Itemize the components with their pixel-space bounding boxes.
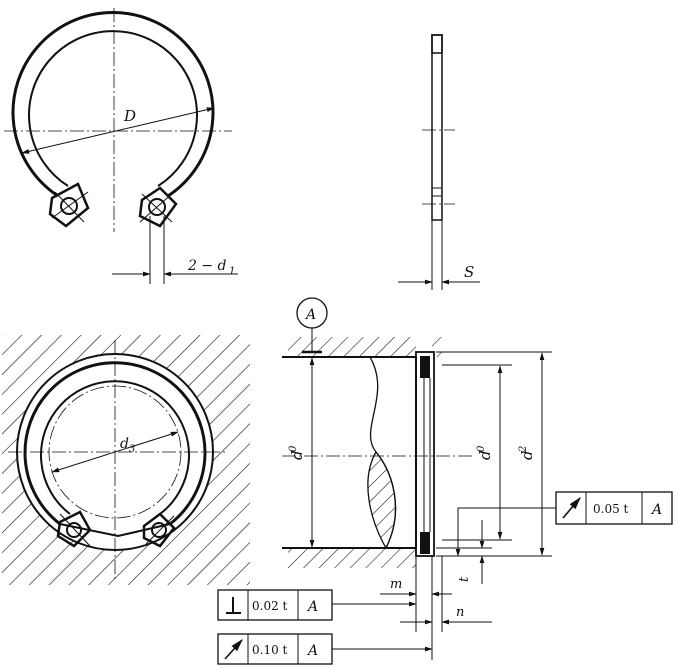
tolerance-datum: A [306, 599, 318, 615]
diameter-D-label: D [123, 107, 136, 125]
tolerance-datum: A [306, 643, 318, 659]
dim-n-label: n [456, 605, 464, 620]
bore-d0-left-label: d [288, 450, 306, 460]
ring-side-view: S [398, 34, 480, 290]
bore-d0-right-label: d [476, 450, 494, 460]
diameter-d3-subscript: 3 [129, 444, 135, 455]
tolerance-frame-runout-010: 0.10 t A [217, 633, 333, 665]
left-lug-installed [56, 510, 92, 548]
diameter-d3-label: d [120, 436, 129, 452]
section-view: A d 0 d 0 d 2 [282, 297, 556, 660]
bore-d0-left-subscript: 0 [288, 445, 299, 452]
tolerance-value: 0.05 t [593, 502, 629, 516]
groove-depth-t-label: t [457, 576, 472, 582]
tolerance-value: 0.10 t [252, 643, 288, 657]
perpendicularity-icon [226, 597, 241, 614]
ring-front-view: D 2 − d 1 [4, 8, 238, 284]
tolerance-frame-perpendicularity-002: 0.02 t A [217, 589, 333, 621]
tolerance-value: 0.02 t [252, 599, 288, 613]
circular-runout-icon [224, 639, 243, 660]
ring-in-bore-view: d 3 [2, 335, 250, 585]
tolerance-frame-runout-005: 0.05 t A [555, 491, 673, 525]
circular-runout-icon [562, 497, 581, 519]
right-lug-installed [142, 512, 176, 548]
tolerance-datum: A [650, 502, 662, 518]
groove-d2-label: d [518, 450, 536, 460]
pin-hole-d1-label: 2 − d [187, 258, 227, 274]
thickness-S-label: S [464, 263, 474, 281]
pin-hole-d1-subscript: 1 [229, 266, 235, 277]
right-lug [138, 186, 178, 228]
datum-A-label: A [304, 307, 316, 323]
dim-m-label: m [390, 577, 402, 592]
bore-d0-right-subscript: 0 [476, 445, 487, 452]
groove-d2-subscript: 2 [518, 446, 529, 453]
left-lug [48, 182, 90, 228]
